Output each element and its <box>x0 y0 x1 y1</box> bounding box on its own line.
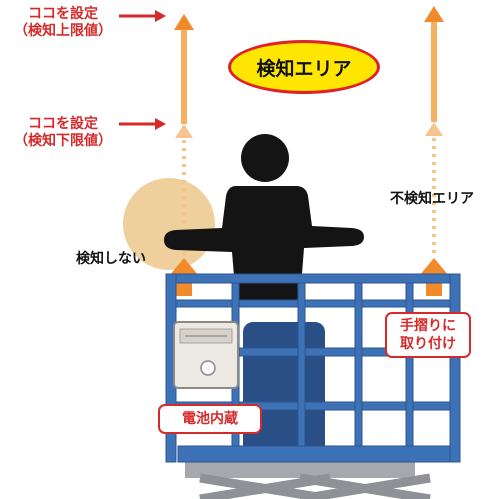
detection-area-label: 検知エリア <box>256 57 352 80</box>
lower-limit-label-line2: （検知下限値） <box>14 133 112 149</box>
person-silhouette <box>164 134 364 300</box>
red-arrow-icon <box>119 10 166 22</box>
red-arrow-icon <box>119 118 166 130</box>
sensor-device <box>173 321 239 389</box>
mounting-label-line2: 取り付け <box>400 336 456 352</box>
battery-label-box: 電池内蔵 <box>158 404 262 434</box>
basket-railing <box>165 273 461 463</box>
upper-limit-label: ココを設定 （検知上限値） <box>4 6 122 40</box>
mounting-label-box: 手摺りに 取り付け <box>385 312 471 358</box>
detection-area-ellipse: 検知エリア <box>228 40 380 94</box>
upper-limit-label-line1: ココを設定 <box>28 6 98 22</box>
non-detection-area-label: 不検知エリア <box>390 191 474 207</box>
upper-limit-label-line2: （検知上限値） <box>14 23 112 39</box>
lower-limit-label: ココを設定 （検知下限値） <box>4 116 122 150</box>
basket-inner-panel <box>243 322 325 458</box>
scissor-lift <box>185 462 431 499</box>
no-detection-label: 検知しない <box>76 251 146 267</box>
mounting-label-line1: 手摺りに <box>400 318 456 334</box>
battery-label: 電池内蔵 <box>182 411 238 427</box>
left-detection-arrow <box>169 14 199 296</box>
right-detection-arrow <box>419 6 449 296</box>
lower-limit-label-line1: ココを設定 <box>28 116 98 132</box>
